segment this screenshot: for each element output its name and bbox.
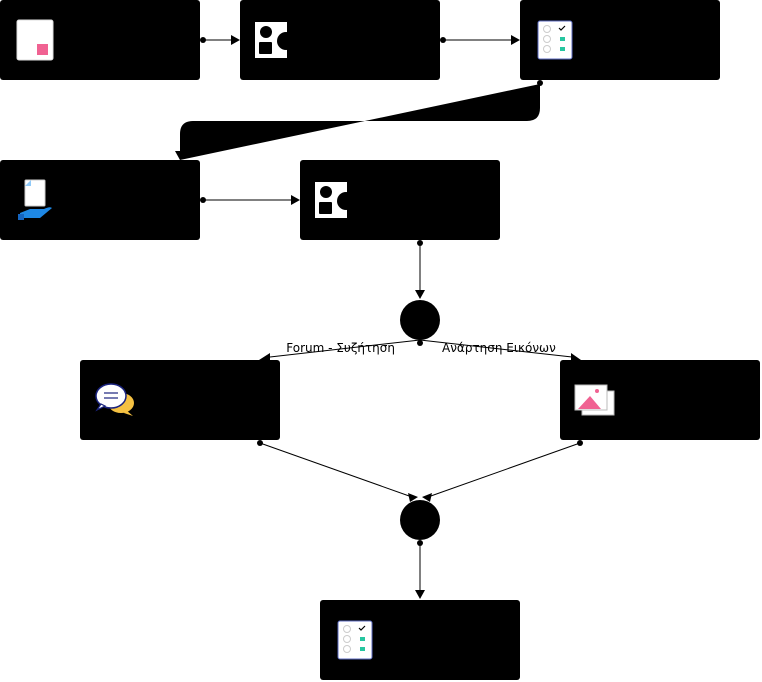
edge-join-n8	[415, 540, 425, 599]
shapes-icon	[315, 182, 355, 218]
edge-split-n7	[417, 339, 581, 362]
edge-split-n6	[259, 339, 421, 362]
checklist-icon	[337, 620, 373, 660]
edge-n7-join	[422, 440, 583, 502]
checklist-icon	[537, 20, 573, 60]
activity-node-n6[interactable]	[80, 360, 280, 440]
edge-label-forum: Forum - Συζήτηση	[286, 341, 395, 355]
split-gateway[interactable]	[400, 300, 440, 340]
activity-node-n8[interactable]	[320, 600, 520, 680]
activity-node-n4[interactable]	[0, 160, 200, 240]
edge-n1-n2	[200, 35, 240, 45]
edges	[175, 35, 583, 599]
activity-node-n7[interactable]	[560, 360, 760, 440]
image-gallery-icon	[574, 384, 615, 416]
edge-n5-split	[415, 240, 425, 299]
edge-label-images: Ανάρτηση Εικόνων	[442, 341, 556, 355]
activity-node-n5[interactable]	[300, 160, 500, 240]
hand-document-icon	[18, 179, 52, 220]
activity-node-n1[interactable]	[0, 0, 200, 80]
edge-n3-n4	[175, 80, 543, 160]
edge-n6-join	[257, 440, 418, 502]
shapes-icon	[255, 22, 295, 58]
activity-node-n2[interactable]	[240, 0, 440, 80]
edge-n4-n5	[200, 195, 300, 205]
join-gateway[interactable]	[400, 500, 440, 540]
edge-n2-n3	[440, 35, 520, 45]
activity-node-n3[interactable]	[520, 0, 720, 80]
chat-bubbles-icon	[95, 383, 134, 416]
document-icon	[16, 19, 54, 61]
